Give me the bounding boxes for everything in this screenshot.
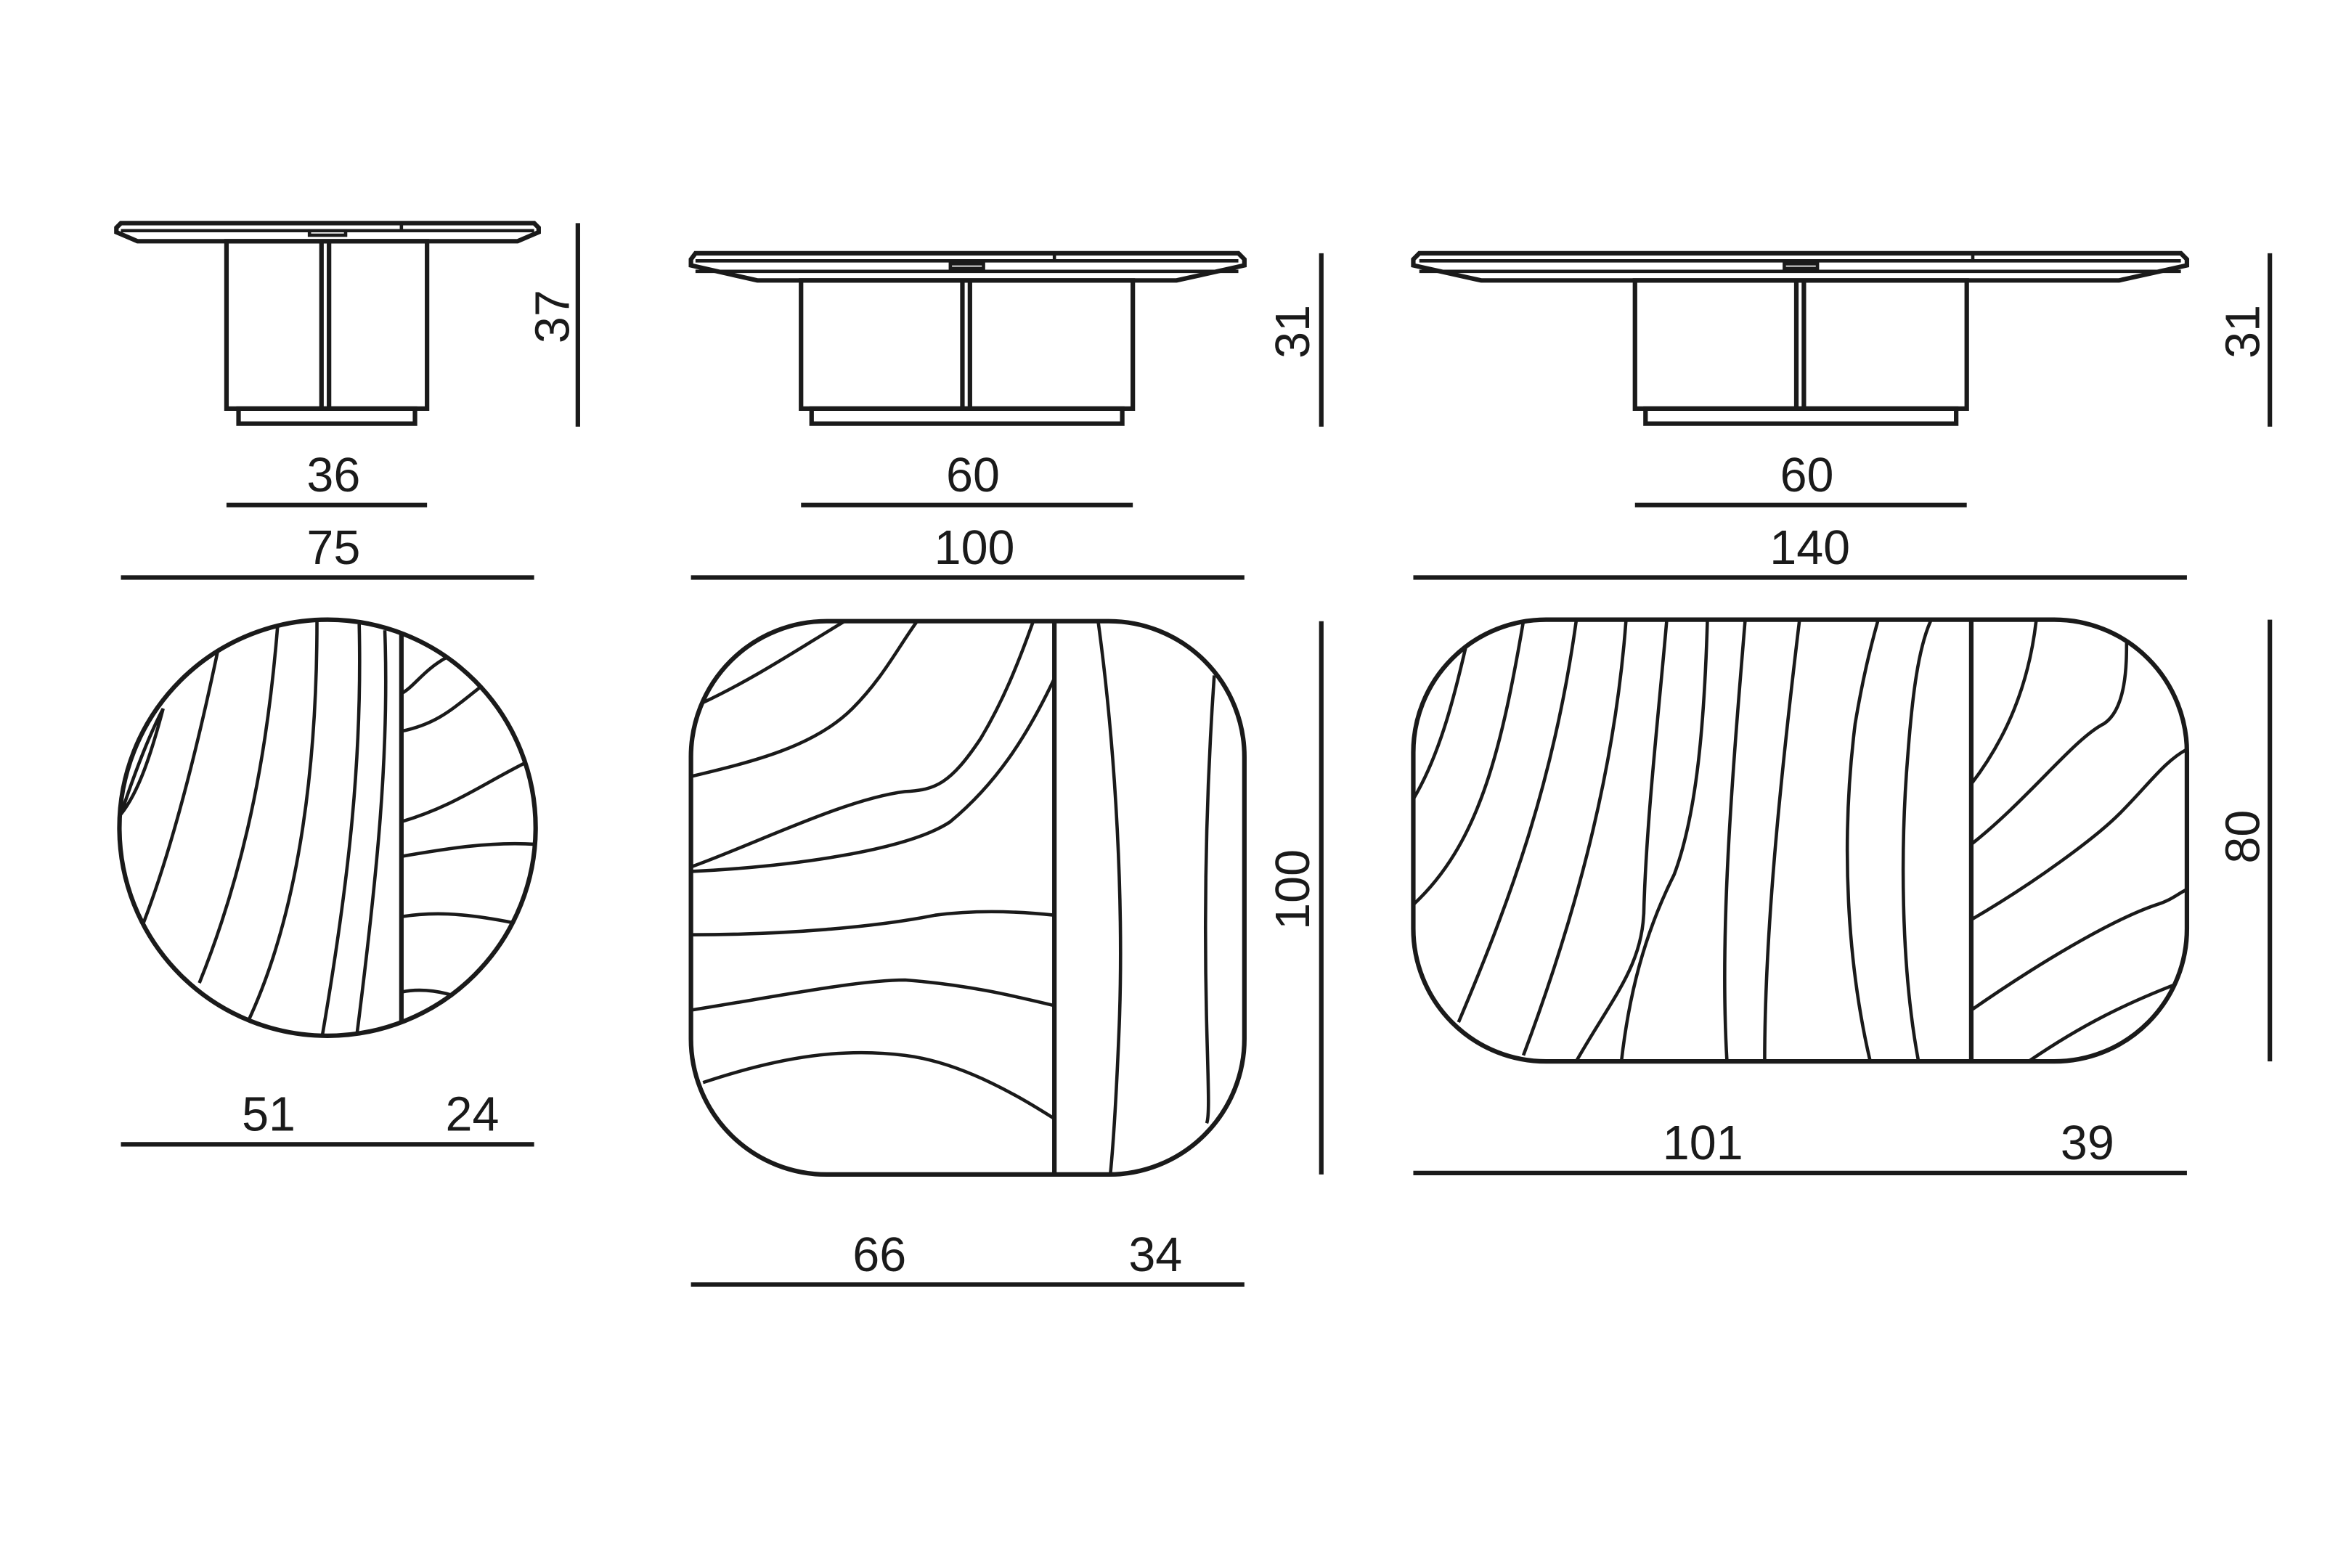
plan-square-100 — [688, 618, 1247, 1177]
depth-value: 80 — [2217, 810, 2270, 864]
plan-dimension-square-100: 66 34 — [691, 1228, 1245, 1287]
top-width-value: 140 — [1769, 521, 1850, 575]
base-width-value: 60 — [1780, 449, 1834, 502]
top-width-value: 100 — [934, 521, 1015, 575]
depth-dimension-rect-140: 80 — [2217, 619, 2273, 1062]
base-width-value: 36 — [306, 449, 360, 502]
base-width-dimension-round-75: 36 — [226, 449, 428, 507]
base-width-value: 60 — [946, 449, 1000, 502]
segment-left-value: 51 — [242, 1088, 296, 1142]
height-dimension-round-75: 37 — [526, 223, 580, 427]
height-dimension-square-100: 31 — [1266, 253, 1324, 427]
base-width-dimension-rect-140: 60 — [1634, 449, 1967, 507]
segment-left-value: 66 — [852, 1228, 906, 1282]
top-width-value: 75 — [306, 521, 360, 575]
plan-round-75 — [117, 617, 538, 1038]
segment-right-value: 39 — [2061, 1116, 2114, 1170]
plan-rect-140 — [1411, 617, 2190, 1064]
top-width-dimension-rect-140: 140 — [1413, 521, 2187, 580]
elevation-rect-140 — [1411, 250, 2190, 426]
depth-dimension-square-100: 100 — [1266, 621, 1324, 1175]
top-width-dimension-square-100: 100 — [691, 521, 1245, 580]
segment-right-value: 34 — [1128, 1228, 1182, 1282]
height-value: 31 — [1266, 305, 1320, 359]
depth-value: 100 — [1266, 849, 1320, 930]
plan-dimension-round-75: 51 24 — [121, 1088, 534, 1147]
segment-left-value: 101 — [1663, 1116, 1743, 1170]
base-width-dimension-square-100: 60 — [801, 449, 1133, 507]
elevation-square-100 — [688, 250, 1247, 426]
elevation-round-75 — [114, 221, 541, 426]
height-value: 31 — [2217, 305, 2270, 359]
height-value: 37 — [526, 290, 579, 343]
segment-right-value: 24 — [446, 1088, 500, 1142]
top-width-dimension-round-75: 75 — [121, 521, 534, 580]
height-dimension-rect-140: 31 — [2217, 253, 2273, 427]
plan-dimension-rect-140: 101 39 — [1413, 1116, 2187, 1175]
